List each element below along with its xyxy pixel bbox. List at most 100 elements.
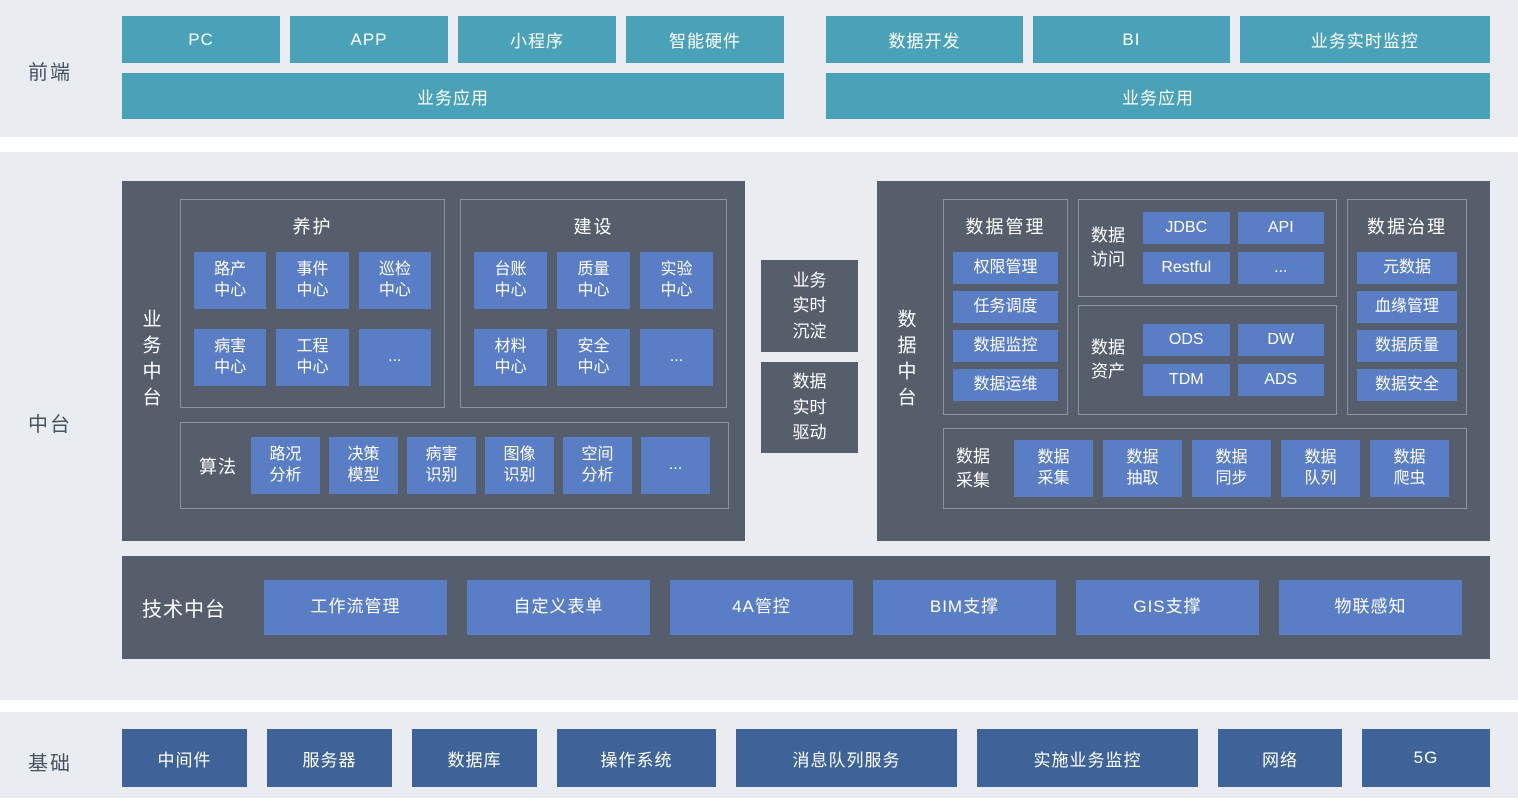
block-operating-system: 操作系统 — [557, 729, 716, 787]
block-data-monitoring: 数据监控 — [953, 330, 1058, 362]
block-decision-model: 决策 模型 — [329, 437, 398, 494]
data-access-section: 数据 访问 JDBC API Restful ... — [1078, 199, 1337, 297]
frontend-right-group: 数据开发 BI 业务实时监控 业务应用 — [826, 16, 1490, 119]
block-ads: ADS — [1237, 364, 1324, 396]
connector-business-realtime-deposit: 业务 实时 沉淀 — [761, 260, 858, 352]
block-tdm: TDM — [1143, 364, 1230, 396]
maintenance-section: 养护 路产 中心 事件 中心 巡检 中心 病害 中心 工程 中心 ... — [180, 199, 445, 408]
data-platform-title-wrap: 数据中台 — [887, 181, 923, 541]
data-management-section: 数据管理 权限管理 任务调度 数据监控 数据运维 — [943, 199, 1068, 415]
frontend-block-bi: BI — [1032, 16, 1230, 63]
construction-grid: 台账 中心 质量 中心 实验 中心 材料 中心 安全 中心 ... — [474, 252, 713, 386]
block-road-condition-analysis: 路况 分析 — [251, 437, 320, 494]
frontend-right-business-app-bar: 业务应用 — [826, 73, 1490, 119]
block-data-queue: 数据 队列 — [1281, 440, 1360, 497]
block-restful: Restful — [1143, 252, 1230, 284]
frontend-block-pc: PC — [122, 16, 280, 63]
block-network: 网络 — [1218, 729, 1342, 787]
block-workflow-management: 工作流管理 — [264, 580, 447, 635]
block-ods: ODS — [1143, 324, 1230, 356]
frontend-block-data-development: 数据开发 — [826, 16, 1023, 63]
frontend-block-miniprogram: 小程序 — [458, 16, 616, 63]
data-asset-grid: ODS DW TDM ADS — [1143, 324, 1324, 396]
business-platform-title-wrap: 业务中台 — [132, 181, 168, 541]
block-maintenance-more: ... — [358, 329, 431, 386]
data-governance-title: 数据治理 — [1367, 217, 1447, 237]
block-data-collection: 数据 采集 — [1014, 440, 1093, 497]
block-custom-form: 自定义表单 — [467, 580, 650, 635]
block-5g: 5G — [1362, 729, 1490, 787]
block-spatial-analysis: 空间 分析 — [563, 437, 632, 494]
block-data-crawler: 数据 爬虫 — [1370, 440, 1449, 497]
block-inspection-center: 巡检 中心 — [358, 252, 431, 309]
block-iot-sensing: 物联感知 — [1279, 580, 1462, 635]
block-safety-center: 安全 中心 — [557, 329, 630, 386]
frontend-right-row: 数据开发 BI 业务实时监控 — [826, 16, 1490, 63]
base-band: 基础 中间件 服务器 数据库 操作系统 消息队列服务 实施业务监控 网络 5G — [0, 712, 1518, 798]
construction-section-title: 建设 — [573, 217, 614, 237]
block-data-security: 数据安全 — [1357, 369, 1457, 401]
block-experiment-center: 实验 中心 — [640, 252, 713, 309]
block-business-monitoring: 实施业务监控 — [977, 729, 1198, 787]
tech-platform-label: 技术中台 — [142, 599, 226, 621]
block-image-recognition: 图像 识别 — [485, 437, 554, 494]
block-permission-management: 权限管理 — [953, 252, 1058, 284]
block-bim-support: BIM支撑 — [873, 580, 1056, 635]
block-metadata: 元数据 — [1357, 252, 1457, 284]
base-row: 中间件 服务器 数据库 操作系统 消息队列服务 实施业务监控 网络 5G — [122, 729, 1490, 787]
data-asset-section: 数据 资产 ODS DW TDM ADS — [1078, 305, 1337, 415]
block-dw: DW — [1237, 324, 1324, 356]
block-road-property-center: 路产 中心 — [194, 252, 267, 309]
frontend-block-smart-hardware: 智能硬件 — [626, 16, 784, 63]
middle-band-label: 中台 — [28, 414, 72, 436]
data-management-title: 数据管理 — [965, 217, 1046, 237]
block-lineage-management: 血缘管理 — [1357, 291, 1457, 323]
block-4a-control: 4A管控 — [670, 580, 853, 635]
data-access-label: 数据 访问 — [1091, 226, 1125, 269]
data-asset-label: 数据 资产 — [1091, 338, 1125, 381]
block-middleware: 中间件 — [122, 729, 247, 787]
frontend-band-label: 前端 — [28, 62, 72, 84]
business-platform-panel: 业务中台 养护 路产 中心 事件 中心 巡检 中心 病害 中心 工程 中心 ..… — [122, 181, 745, 541]
tech-platform-panel: 技术中台 工作流管理 自定义表单 4A管控 BIM支撑 GIS支撑 物联感知 — [122, 556, 1490, 659]
tech-platform-grid: 工作流管理 自定义表单 4A管控 BIM支撑 GIS支撑 物联感知 — [264, 580, 1462, 635]
block-quality-center: 质量 中心 — [557, 252, 630, 309]
frontend-left-group: PC APP 小程序 智能硬件 业务应用 — [122, 16, 784, 119]
construction-section: 建设 台账 中心 质量 中心 实验 中心 材料 中心 安全 中心 ... — [460, 199, 727, 408]
data-collection-label: 数据 采集 — [956, 446, 990, 490]
block-disease-center: 病害 中心 — [194, 329, 267, 386]
data-governance-section: 数据治理 元数据 血缘管理 数据质量 数据安全 — [1347, 199, 1467, 415]
block-disease-recognition: 病害 识别 — [407, 437, 476, 494]
block-api: API — [1237, 212, 1324, 244]
block-data-sync: 数据 同步 — [1192, 440, 1271, 497]
business-platform-title: 业务中台 — [139, 309, 161, 413]
block-database: 数据库 — [412, 729, 537, 787]
frontend-left-row: PC APP 小程序 智能硬件 — [122, 16, 784, 63]
block-construction-more: ... — [640, 329, 713, 386]
data-collection-section: 数据 采集 数据 采集 数据 抽取 数据 同步 数据 队列 数据 爬虫 — [943, 428, 1467, 509]
block-ledger-center: 台账 中心 — [474, 252, 547, 309]
block-engineering-center: 工程 中心 — [276, 329, 349, 386]
block-task-scheduling: 任务调度 — [953, 291, 1058, 323]
connector-data-realtime-drive: 数据 实时 驱动 — [761, 362, 858, 453]
block-algorithm-more: ... — [641, 437, 710, 494]
block-gis-support: GIS支撑 — [1076, 580, 1259, 635]
base-band-label: 基础 — [28, 753, 72, 775]
algorithm-grid: 路况 分析 决策 模型 病害 识别 图像 识别 空间 分析 ... — [251, 437, 710, 494]
block-jdbc: JDBC — [1143, 212, 1230, 244]
block-data-operations: 数据运维 — [953, 369, 1058, 401]
data-collection-grid: 数据 采集 数据 抽取 数据 同步 数据 队列 数据 爬虫 — [1014, 440, 1449, 497]
maintenance-grid: 路产 中心 事件 中心 巡检 中心 病害 中心 工程 中心 ... — [194, 252, 431, 386]
middle-platform-band: 中台 业务中台 养护 路产 中心 事件 中心 巡检 中心 病害 中心 工程 中心… — [0, 152, 1518, 700]
block-data-extraction: 数据 抽取 — [1103, 440, 1182, 497]
algorithm-label: 算法 — [199, 456, 237, 477]
block-data-quality: 数据质量 — [1357, 330, 1457, 362]
data-platform-title: 数据中台 — [894, 309, 916, 413]
data-platform-panel: 数据中台 数据管理 权限管理 任务调度 数据监控 数据运维 数据 访问 JDBC… — [877, 181, 1490, 541]
data-access-grid: JDBC API Restful ... — [1143, 212, 1324, 284]
algorithm-section: 算法 路况 分析 决策 模型 病害 识别 图像 识别 空间 分析 ... — [180, 422, 729, 509]
frontend-block-business-realtime-monitoring: 业务实时监控 — [1239, 16, 1490, 63]
block-message-queue-service: 消息队列服务 — [736, 729, 957, 787]
block-event-center: 事件 中心 — [276, 252, 349, 309]
